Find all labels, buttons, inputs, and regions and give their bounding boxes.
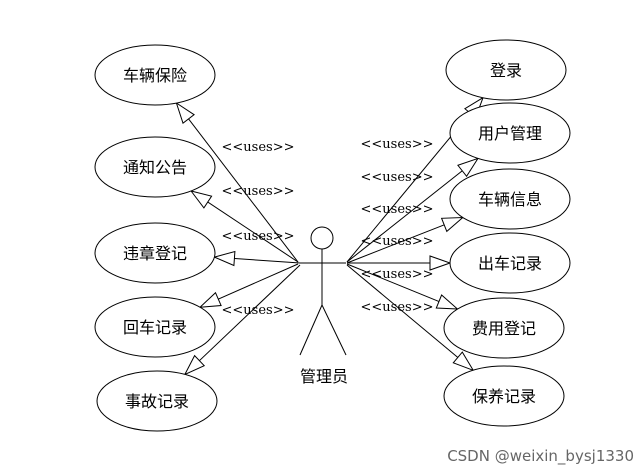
use-case-ellipse	[94, 44, 216, 106]
uses-label: <<uses>>	[222, 303, 295, 318]
use-case-ellipse	[96, 370, 218, 432]
right-arrowhead	[440, 216, 465, 233]
left-arrowhead	[212, 250, 236, 267]
right-arrowhead	[435, 294, 459, 310]
use-case-ellipse	[443, 297, 565, 359]
use-case-ellipse	[94, 296, 216, 358]
left-association-line	[190, 190, 299, 263]
use-case-ellipse	[443, 365, 565, 427]
use-case-ellipse	[449, 168, 571, 230]
use-case-label: 回车记录	[123, 318, 187, 337]
left-arrowhead	[198, 291, 222, 308]
watermark: CSDN @weixin_bysj1330	[447, 447, 634, 465]
right-association-line	[346, 217, 463, 264]
actor: 管理员	[299, 226, 348, 386]
use-case-label: 用户管理	[478, 124, 542, 143]
right-arrowhead	[452, 351, 475, 372]
actor-left-leg	[299, 304, 323, 356]
use-case-label: 保养记录	[472, 387, 536, 406]
use-case-ellipse	[449, 102, 571, 164]
use-case-label: 车辆保险	[123, 66, 187, 85]
uses-label: <<uses>>	[222, 140, 295, 155]
use-case-label: 违章登记	[123, 244, 187, 263]
use-case-label: 登录	[490, 61, 522, 80]
use-case-ellipse	[94, 136, 216, 198]
right-arrowhead	[457, 157, 480, 178]
actor-label: 管理员	[300, 367, 348, 386]
uses-label: <<uses>>	[222, 184, 295, 199]
right-arrowhead	[429, 255, 452, 271]
use-case-label: 事故记录	[125, 392, 189, 411]
left-arrowhead	[183, 354, 206, 376]
use-case-label: 出车记录	[478, 254, 542, 273]
uses-label: <<uses>>	[361, 137, 434, 152]
right-association-line	[346, 157, 479, 263]
uses-label: <<uses>>	[361, 202, 434, 217]
association-lines	[175, 96, 484, 376]
actor-head	[310, 226, 334, 250]
uses-label: <<uses>>	[361, 300, 434, 315]
actor-right-leg	[321, 304, 347, 356]
use-case-label: 通知公告	[123, 158, 187, 177]
uses-labels: <<uses>> <<uses>> <<uses>> <<uses>> <<uses>>…	[222, 137, 434, 318]
use-case-label: 费用登记	[472, 319, 536, 338]
use-case-label: 车辆信息	[478, 190, 542, 209]
use-case-ellipse	[445, 39, 567, 101]
left-arrowhead	[175, 101, 195, 125]
use-case-ellipse	[94, 222, 216, 284]
uses-label: <<uses>>	[361, 234, 434, 249]
left-arrowhead	[189, 190, 213, 209]
left-association-line	[184, 264, 301, 375]
uses-label: <<uses>>	[222, 229, 295, 244]
uses-label: <<uses>>	[361, 170, 434, 185]
left-association-line	[176, 102, 299, 263]
uses-label: <<uses>>	[361, 267, 434, 282]
use-case-ellipse	[449, 232, 571, 294]
right-association-line	[346, 264, 474, 371]
